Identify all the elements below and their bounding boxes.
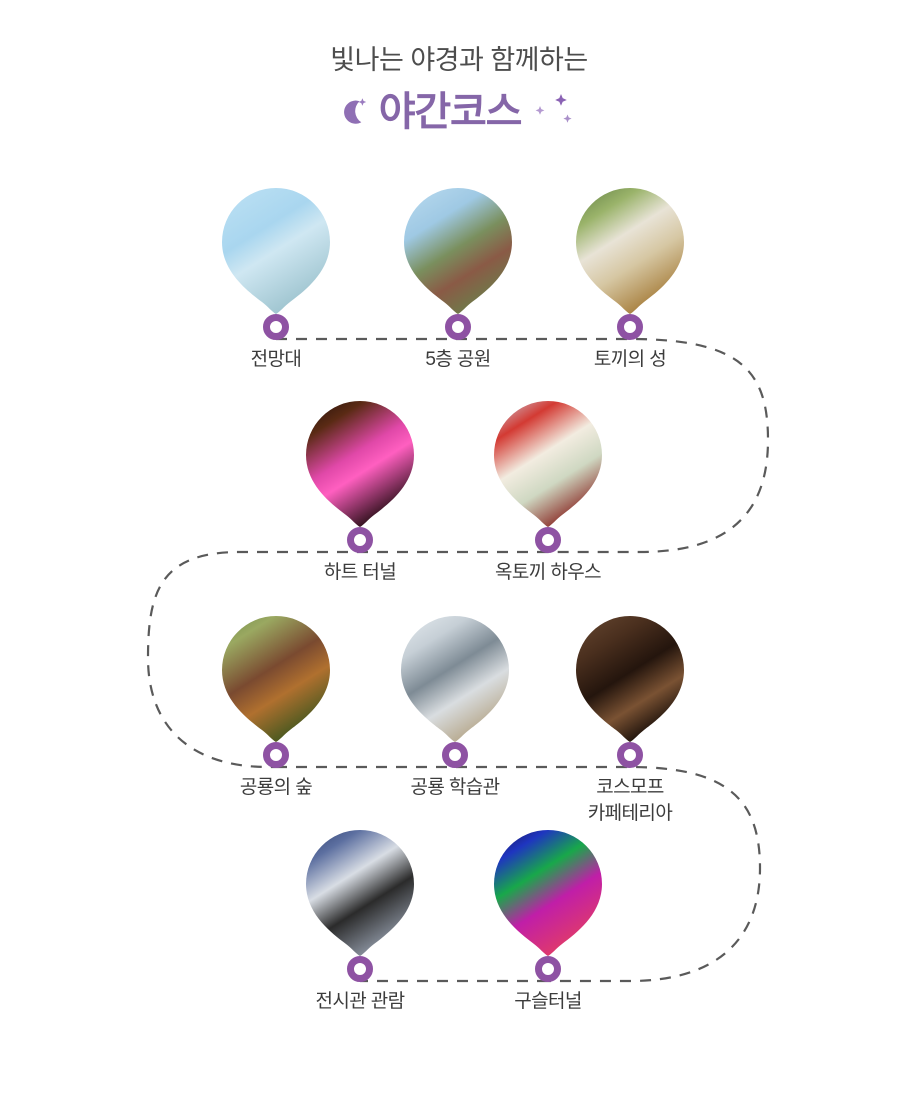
course-stop[interactable]: 공룡의 숲 xyxy=(191,614,361,801)
crescent-moon-icon xyxy=(343,98,366,125)
stop-label: 토끼의 성 xyxy=(593,349,667,370)
course-stop[interactable]: 전시관 관람 xyxy=(275,828,445,1015)
stop-photo-pin[interactable] xyxy=(492,828,604,956)
stop-photo-pin[interactable] xyxy=(304,828,416,956)
stop-marker-dot[interactable] xyxy=(347,956,373,982)
header-subtitle: 빛나는 야경과 함께하는 xyxy=(330,45,588,75)
stop-photo-pin[interactable] xyxy=(220,614,332,742)
stop-photo-pin[interactable] xyxy=(304,399,416,527)
stop-label: 전망대 xyxy=(250,349,302,370)
stop-marker-dot[interactable] xyxy=(263,742,289,768)
stop-label: 공룡 학습관 xyxy=(410,777,500,798)
rabbit-castle-photo xyxy=(576,188,684,314)
page-title: 야간코스 xyxy=(378,90,523,135)
stop-marker-dot[interactable] xyxy=(535,956,561,982)
cosmope-cafeteria-photo xyxy=(576,616,684,742)
stop-photo-pin[interactable] xyxy=(402,186,514,314)
heart-tunnel-photo xyxy=(306,401,414,527)
course-stop[interactable]: 옥토끼 하우스 xyxy=(463,399,633,586)
stop-label: 옥토끼 하우스 xyxy=(495,562,602,583)
stop-marker-dot[interactable] xyxy=(617,314,643,340)
stop-marker-dot[interactable] xyxy=(617,742,643,768)
stop-label: 공룡의 숲 xyxy=(239,777,313,798)
stop-label: 코스모프 카페테리아 xyxy=(587,777,673,824)
stop-photo-pin[interactable] xyxy=(574,186,686,314)
exhibition-hall-photo xyxy=(306,830,414,956)
stop-label: 구슬터널 xyxy=(514,991,582,1012)
course-stop[interactable]: 전망대 xyxy=(191,186,361,373)
bead-tunnel-photo xyxy=(494,830,602,956)
course-stop[interactable]: 토끼의 성 xyxy=(545,186,715,373)
course-stop[interactable]: 공룡 학습관 xyxy=(370,614,540,801)
sparkle-stars-icon xyxy=(535,94,572,124)
dinosaur-forest-photo xyxy=(222,616,330,742)
course-stop[interactable]: 하트 터널 xyxy=(275,399,445,586)
fifth-floor-park-photo xyxy=(404,188,512,314)
stop-label: 5층 공원 xyxy=(425,349,491,370)
moon-rabbit-house-photo xyxy=(494,401,602,527)
page-header: 빛나는 야경과 함께하는 야간코스 xyxy=(0,0,918,170)
stop-marker-dot[interactable] xyxy=(442,742,468,768)
stop-marker-dot[interactable] xyxy=(445,314,471,340)
stop-marker-dot[interactable] xyxy=(263,314,289,340)
course-stop[interactable]: 5층 공원 xyxy=(373,186,543,373)
course-stop[interactable]: 코스모프 카페테리아 xyxy=(545,614,715,826)
stop-marker-dot[interactable] xyxy=(535,527,561,553)
stop-photo-pin[interactable] xyxy=(492,399,604,527)
course-stop[interactable]: 구슬터널 xyxy=(463,828,633,1015)
stop-photo-pin[interactable] xyxy=(220,186,332,314)
dinosaur-museum-photo xyxy=(401,616,509,742)
stop-photo-pin[interactable] xyxy=(574,614,686,742)
header-title-row: 야간코스 xyxy=(0,86,918,138)
stop-label: 전시관 관람 xyxy=(315,991,405,1012)
observation-tower-photo xyxy=(222,188,330,314)
stop-photo-pin[interactable] xyxy=(399,614,511,742)
stop-label: 하트 터널 xyxy=(323,562,397,583)
stop-marker-dot[interactable] xyxy=(347,527,373,553)
